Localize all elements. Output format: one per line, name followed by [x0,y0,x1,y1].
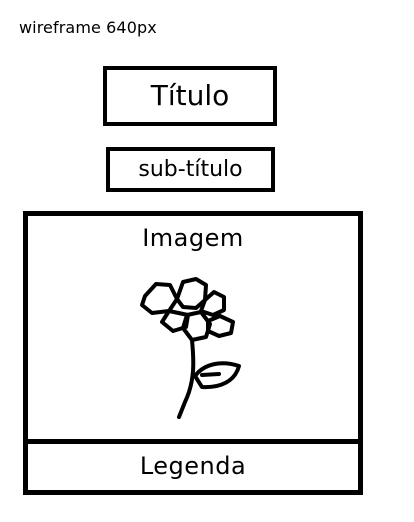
wireframe-caption: wireframe 640px [19,18,157,37]
image-placeholder-label: Imagem [142,224,244,252]
subtitle-box: sub-título [106,147,275,192]
flower-sketch-icon [140,277,241,419]
title-box: Título [103,66,277,126]
page-subtitle: sub-título [138,156,243,182]
image-legend: Legenda [139,452,247,480]
page-title: Título [150,79,230,112]
legend-divider [28,439,358,444]
image-placeholder-box: Imagem Legenda [23,211,363,495]
